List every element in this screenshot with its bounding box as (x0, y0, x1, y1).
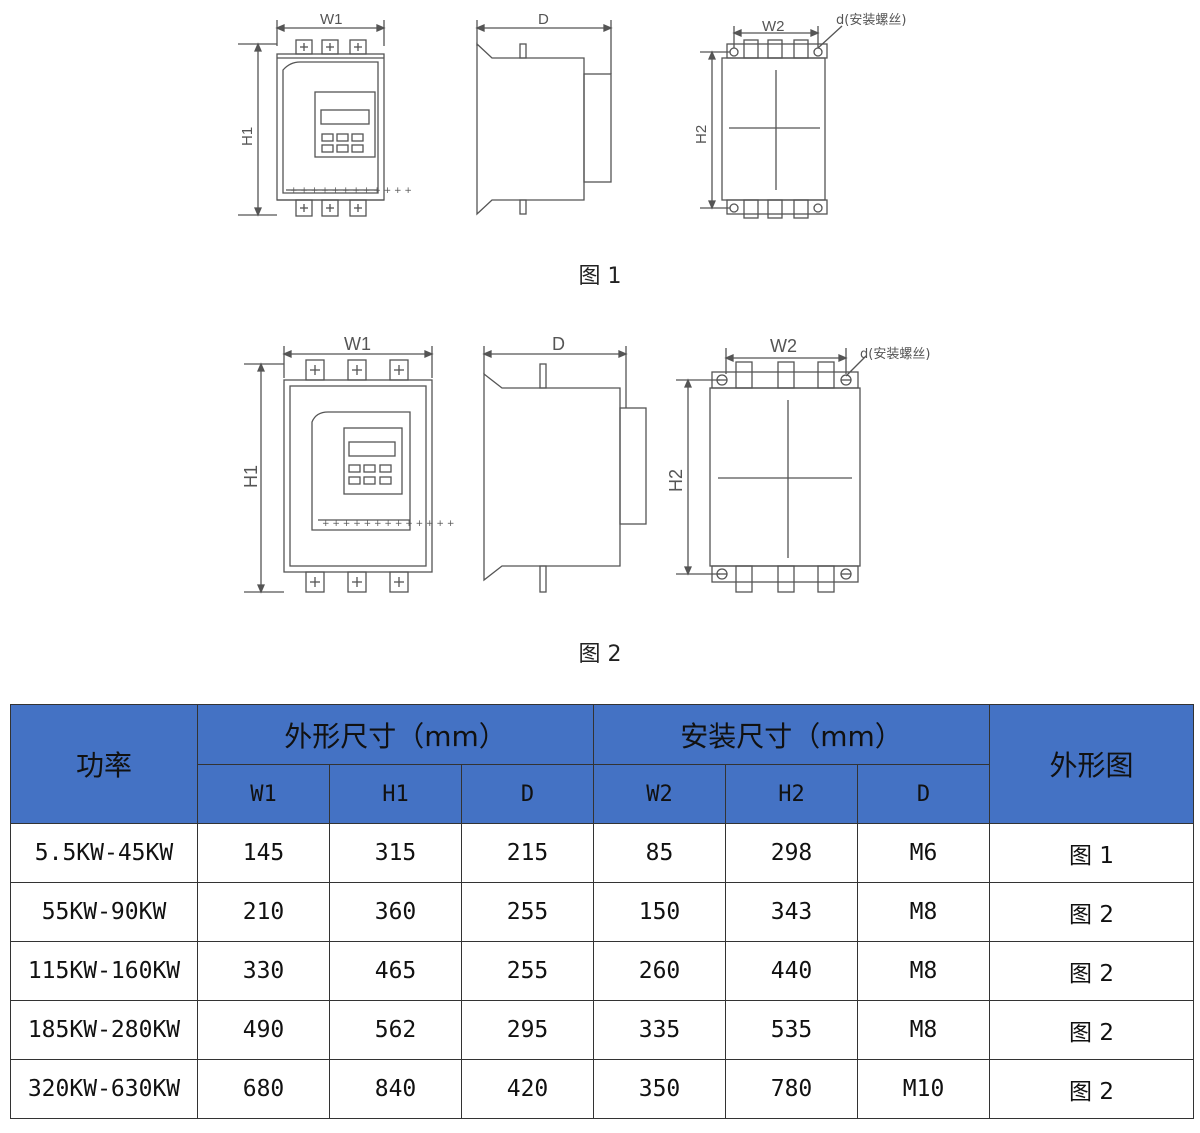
d-label: D (538, 11, 549, 28)
screw-label: d(安装螺丝) (836, 13, 906, 28)
screw-cell: M10 (857, 1059, 991, 1119)
d-label: D (552, 334, 565, 354)
h2-label: H2 (693, 125, 710, 144)
screw-label: d(安装螺丝) (860, 347, 930, 362)
h2-cell: 298 (725, 823, 859, 883)
table-row: 320KW-630KW 680 840 420 350 780 M10 图 2 (10, 1059, 1195, 1119)
figure-cell: 图 1 (989, 823, 1195, 883)
h1-label: H1 (239, 127, 256, 146)
figure-2-caption: 图 2 (578, 642, 622, 667)
front-view (244, 346, 434, 594)
w2-label: W2 (770, 336, 797, 356)
screw-d-header: D (857, 764, 991, 824)
w1-cell: 330 (197, 941, 330, 1001)
figure-header: 外形图 (989, 704, 1195, 824)
w1-cell: 145 (197, 823, 330, 883)
h1-label: H1 (241, 465, 261, 488)
table-row: 185KW-280KW 490 562 295 335 535 M8 图 2 (10, 1000, 1195, 1060)
d-header: D (460, 764, 595, 824)
h1-cell: 465 (329, 941, 462, 1001)
h2-cell: 440 (725, 941, 859, 1001)
dimension-table: 功率 外形尺寸（mm） 安装尺寸（mm） 外形图 W1 H1 D W2 H2 D… (10, 704, 1195, 1119)
mounting-view (676, 348, 867, 593)
figure-cell: 图 2 (989, 882, 1195, 942)
h1-cell: 315 (329, 823, 462, 883)
power-cell: 5.5KW-45KW (10, 823, 198, 883)
w1-cell: 680 (197, 1059, 330, 1119)
h1-cell: 562 (329, 1000, 462, 1060)
w2-cell: 150 (593, 882, 727, 942)
w1-label: W1 (344, 334, 371, 354)
figure-1: + + + + + + + + + + + + (0, 0, 1200, 240)
d-cell: 215 (460, 823, 595, 883)
table-row: 55KW-90KW 210 360 255 150 343 M8 图 2 (10, 882, 1195, 942)
svg-text:+ + + + + + + + + + + + +: + + + + + + + + + + + + + (322, 519, 454, 529)
power-cell: 115KW-160KW (10, 941, 198, 1001)
power-cell: 320KW-630KW (10, 1059, 198, 1119)
w2-cell: 85 (593, 823, 727, 883)
mounting-view (700, 25, 843, 219)
w1-cell: 210 (197, 882, 330, 942)
h2-header: H2 (725, 764, 859, 824)
side-view (475, 20, 613, 216)
table-row: 115KW-160KW 330 465 255 260 440 M8 图 2 (10, 941, 1195, 1001)
screw-cell: M6 (857, 823, 991, 883)
power-header: 功率 (10, 704, 198, 824)
outline-dimensions-header: 外形尺寸（mm） (196, 704, 595, 765)
h1-cell: 840 (329, 1059, 462, 1119)
h2-cell: 780 (725, 1059, 859, 1119)
h1-cell: 360 (329, 882, 462, 942)
figure-cell: 图 2 (989, 1059, 1195, 1119)
power-cell: 185KW-280KW (10, 1000, 198, 1060)
w2-cell: 260 (593, 941, 727, 1001)
h2-cell: 535 (725, 1000, 859, 1060)
d-cell: 255 (460, 941, 595, 1001)
w2-header: W2 (593, 764, 727, 824)
h2-label: H2 (666, 469, 686, 492)
figure-2: + + + + + + + + + + + + + (0, 318, 1200, 608)
figure-1-caption: 图 1 (578, 264, 622, 289)
svg-text:+ + + + + + + + + + + +: + + + + + + + + + + + + (290, 186, 412, 196)
screw-cell: M8 (857, 941, 991, 1001)
screw-cell: M8 (857, 882, 991, 942)
screw-cell: M8 (857, 1000, 991, 1060)
figure-1-drawing: + + + + + + + + + + + + (238, 11, 906, 219)
w2-cell: 350 (593, 1059, 727, 1119)
d-cell: 295 (460, 1000, 595, 1060)
w1-header: W1 (197, 764, 330, 824)
side-view (482, 346, 647, 593)
w1-cell: 490 (197, 1000, 330, 1060)
h2-cell: 343 (725, 882, 859, 942)
d-cell: 255 (460, 882, 595, 942)
figure-cell: 图 2 (989, 1000, 1195, 1060)
w2-label: W2 (762, 18, 785, 35)
power-cell: 55KW-90KW (10, 882, 198, 942)
figure-2-drawing: + + + + + + + + + + + + + (241, 334, 930, 594)
figure-cell: 图 2 (989, 941, 1195, 1001)
w1-label: W1 (320, 11, 343, 28)
table-row: 5.5KW-45KW 145 315 215 85 298 M6 图 1 (10, 823, 1195, 883)
front-view (238, 20, 386, 217)
d-cell: 420 (460, 1059, 595, 1119)
install-dimensions-header: 安装尺寸（mm） (593, 704, 991, 765)
h1-header: H1 (329, 764, 462, 824)
w2-cell: 335 (593, 1000, 727, 1060)
